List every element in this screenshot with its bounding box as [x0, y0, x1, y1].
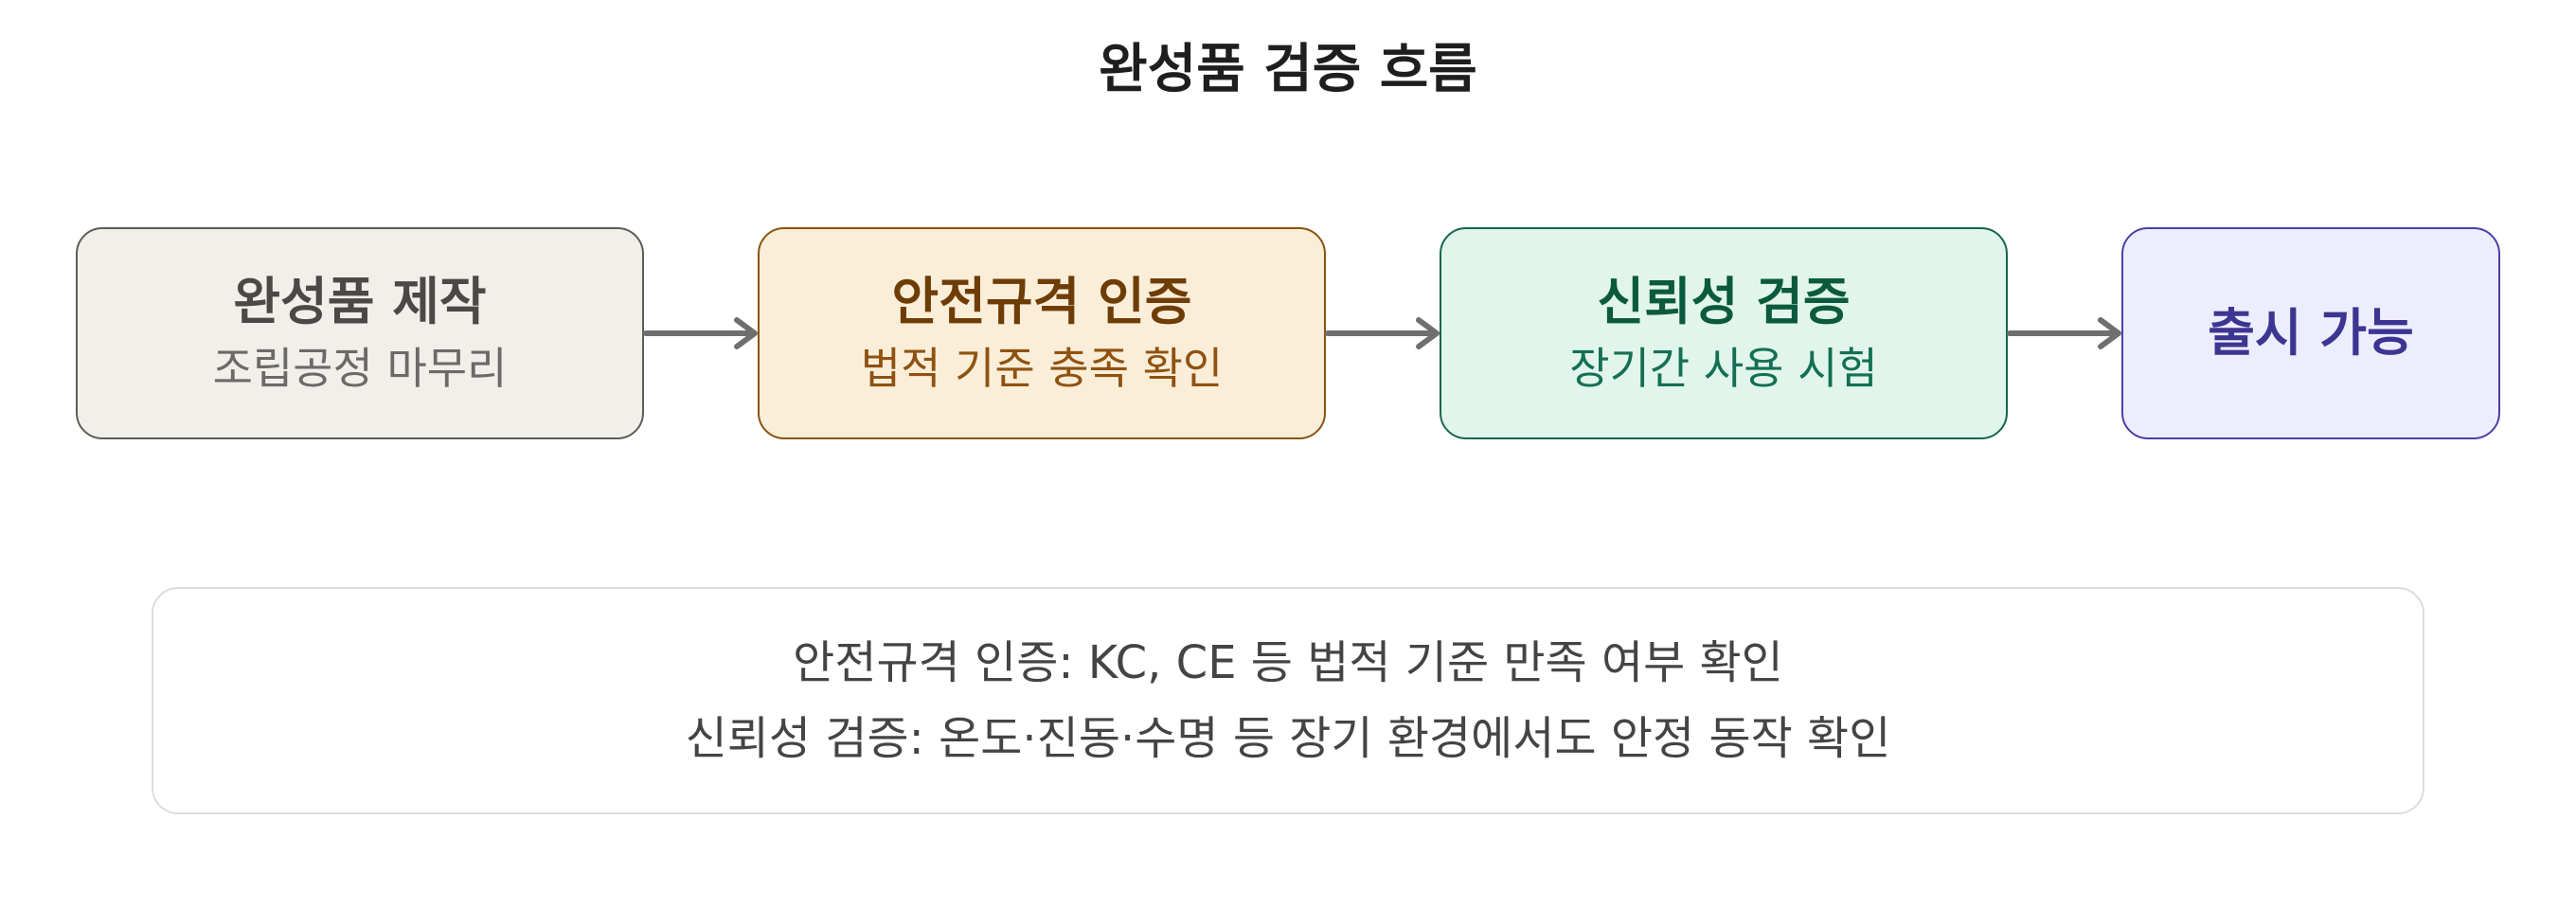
arrow-right-icon	[2007, 317, 2121, 349]
step-title: 신뢰성 검증	[1597, 272, 1851, 331]
diagram-title: 완성품 검증 흐름	[1099, 39, 1477, 100]
step-subtitle: 장기간 사용 시험	[1569, 343, 1878, 394]
step-title: 완성품 제작	[233, 272, 487, 331]
step-title: 출시 가능	[2208, 303, 2414, 363]
step-box-reliability-test: 신뢰성 검증 장기간 사용 시험	[1440, 227, 2008, 439]
note-line-safety: 안전규격 인증: KC, CE 등 법적 기준 만족 여부 확인	[793, 636, 1783, 689]
step-box-safety-certification: 안전규격 인증 법적 기준 충족 확인	[758, 227, 1326, 439]
step-box-release-ready: 출시 가능	[2121, 227, 2500, 439]
explanation-note-box: 안전규격 인증: KC, CE 등 법적 기준 만족 여부 확인 신뢰성 검증:…	[152, 587, 2424, 814]
step-subtitle: 법적 기준 충족 확인	[860, 343, 1224, 394]
step-box-manufacture: 완성품 제작 조립공정 마무리	[76, 227, 644, 439]
step-title: 안전규격 인증	[891, 272, 1192, 331]
note-line-reliability: 신뢰성 검증: 온도·진동·수명 등 장기 환경에서도 안정 동작 확인	[685, 712, 1891, 765]
arrow-right-icon	[1325, 317, 1440, 349]
arrow-right-icon	[643, 317, 758, 349]
step-subtitle: 조립공정 마무리	[212, 343, 508, 394]
